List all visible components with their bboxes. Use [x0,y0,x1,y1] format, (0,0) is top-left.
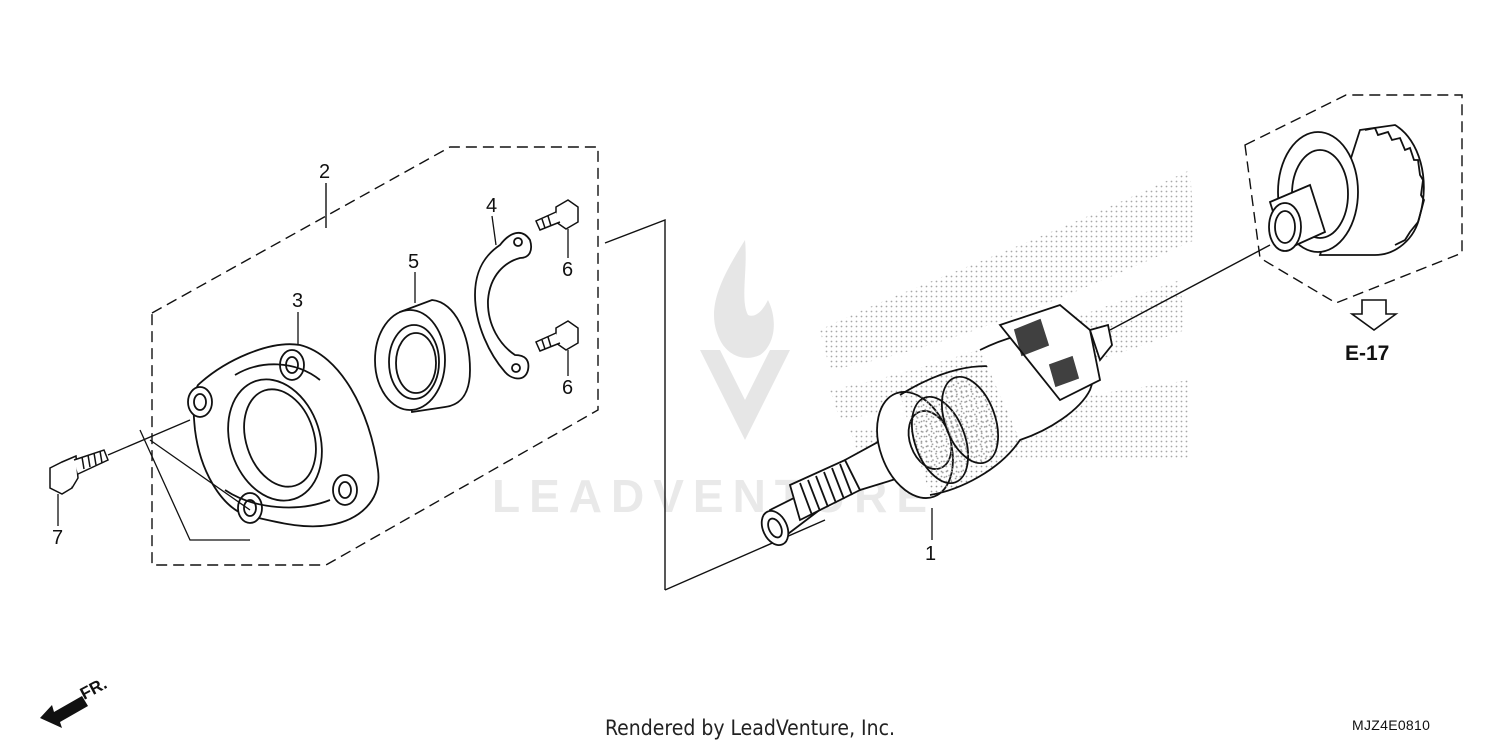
leader-bolt-lines-2 [149,439,251,511]
front-direction-arrow [40,696,88,728]
callout-7: 7 [52,527,63,549]
leader-bolt-lines [139,429,250,541]
callout-6-upper: 6 [562,259,573,281]
small-bolt-lower [535,320,579,352]
callout-2: 2 [319,161,330,183]
bracket-line [604,218,666,590]
shaft-axis-left [664,519,826,591]
leader-part-4 [491,215,497,246]
callout-3: 3 [292,290,303,312]
bearing-holder [187,343,380,528]
callout-5: 5 [408,251,419,273]
assembly-outline-part-2 [151,146,599,566]
mainshaft [760,303,1113,546]
stopper-plate [474,231,533,380]
callout-1: 1 [925,543,936,565]
rendered-by-credit: Rendered by LeadVenture, Inc. [605,716,895,740]
callout-4: 4 [486,195,497,217]
leader-bolt-axis [107,419,191,456]
assembly-outline-gear [1244,94,1463,304]
diagram-code: MJZ4E0810 [1352,717,1431,733]
reference-label: E-17 [1345,342,1389,365]
ball-bearing [374,299,471,414]
countershaft-gear [1268,124,1425,256]
reference-arrow [1349,299,1399,331]
shaft-axis-right [1109,244,1271,331]
flange-bolt [49,449,109,495]
small-bolt-upper [535,199,579,231]
leadventure-logo-watermark: LEADVENTURE [492,240,927,522]
callout-6-lower: 6 [562,377,573,399]
